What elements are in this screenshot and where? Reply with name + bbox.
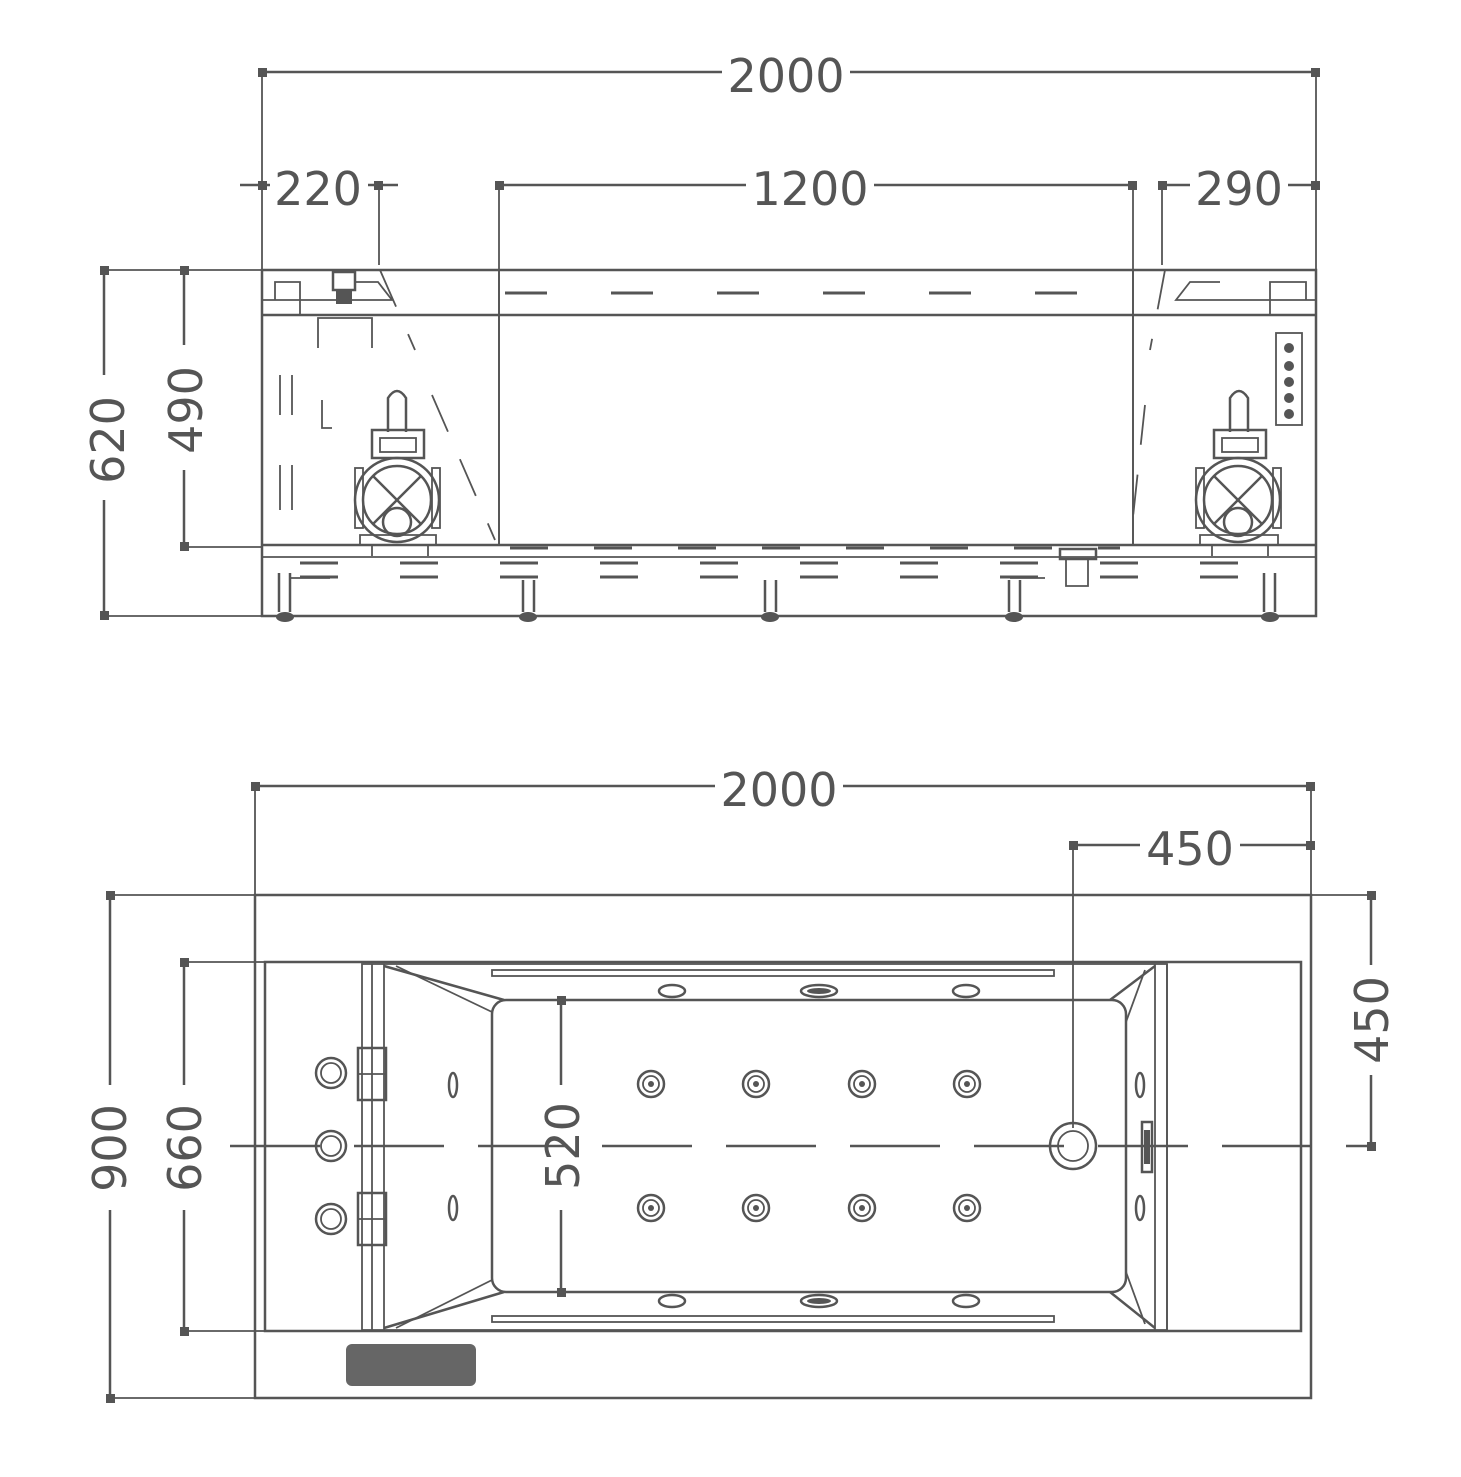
side-right-pump (1194, 389, 1282, 556)
dim-side-right-offset: 290 (1158, 162, 1320, 265)
dim-top-inner-width: 660 (158, 958, 255, 1336)
dim-text-side-490: 490 (159, 366, 213, 454)
dim-text-top-450-vertical: 450 (1345, 976, 1399, 1064)
dim-text-side-290: 290 (1195, 162, 1283, 216)
top-control-panel (346, 1344, 476, 1386)
dim-side-left-offset: 220 (240, 162, 398, 265)
body-jet (741, 1193, 771, 1223)
dim-text-side-1200: 1200 (751, 162, 868, 216)
body-jet (952, 1193, 982, 1223)
dim-text-side-620: 620 (81, 396, 135, 484)
top-pillow-jets (447, 1071, 1146, 1222)
dim-side-overall-length: 2000 (258, 49, 1320, 270)
body-jet (847, 1069, 877, 1099)
side-view: 2000 220 1200 290 (81, 49, 1320, 622)
dim-text-side-220: 220 (274, 162, 362, 216)
dim-side-total-height: 620 (81, 266, 262, 620)
dim-top-overall-length: 2000 (251, 763, 1315, 895)
dim-text-top-450-horizontal: 450 (1146, 822, 1234, 876)
body-jet (847, 1193, 877, 1223)
dim-top-half-width: 450 (1311, 891, 1399, 1151)
dim-top-total-width: 900 (83, 891, 255, 1403)
body-jet (636, 1069, 666, 1099)
top-body-jets (636, 1069, 982, 1223)
side-control-panel (1275, 332, 1303, 426)
side-overflow-valve (317, 270, 373, 348)
dim-side-tub-height: 490 (159, 266, 262, 551)
side-tub-body (260, 268, 1318, 618)
body-jet (952, 1069, 982, 1099)
top-hinges (356, 1046, 388, 1247)
body-jet (741, 1069, 771, 1099)
dim-text-side-2000: 2000 (727, 49, 844, 103)
top-overflow (1140, 1120, 1154, 1174)
side-left-pump (353, 389, 441, 556)
top-drain (1048, 1121, 1098, 1171)
dim-top-drain-offset: 450 (1069, 822, 1315, 1128)
top-rim-jets (657, 983, 981, 1309)
top-control-knobs (314, 1056, 348, 1236)
side-support-legs (276, 573, 1279, 622)
dim-side-middle-span: 1200 (495, 162, 1137, 545)
body-jet (636, 1193, 666, 1223)
dim-text-top-660: 660 (158, 1104, 212, 1192)
dim-text-top-900: 900 (83, 1104, 137, 1192)
dim-text-top-2000: 2000 (720, 763, 837, 817)
side-drain (1058, 547, 1098, 587)
top-view: 2000 450 900 66 (83, 763, 1399, 1403)
